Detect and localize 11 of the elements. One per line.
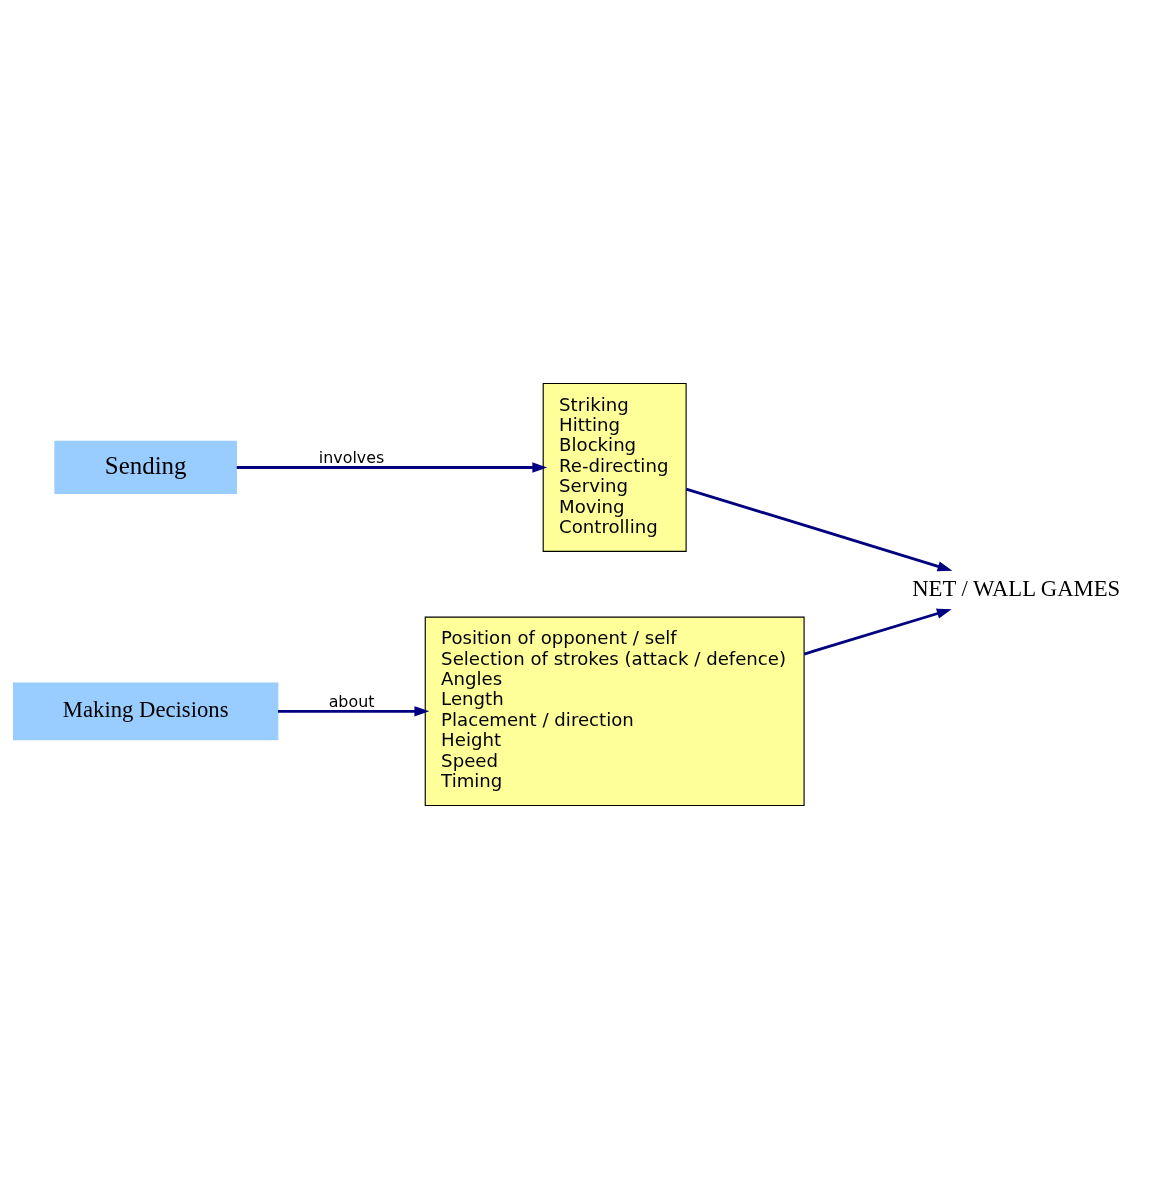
arrow (236, 462, 548, 473)
node-text: NET / WALL GAMES (912, 575, 1121, 601)
arrow (803, 608, 952, 656)
edge-label: involves (318, 448, 385, 468)
node-box: Sending (54, 440, 237, 495)
node-box: Making Decisions (12, 682, 279, 741)
arrow (685, 487, 953, 572)
edge-label: about (328, 692, 375, 712)
node-box: Striking Hitting Blocking Re-directing Serving Moving Controlling (542, 382, 687, 552)
node-box: Position of opponent / self Selection of strokes (attack / defence) Angles Length Placement / direction Height Speed Timing (424, 616, 805, 807)
arrow (278, 706, 430, 717)
